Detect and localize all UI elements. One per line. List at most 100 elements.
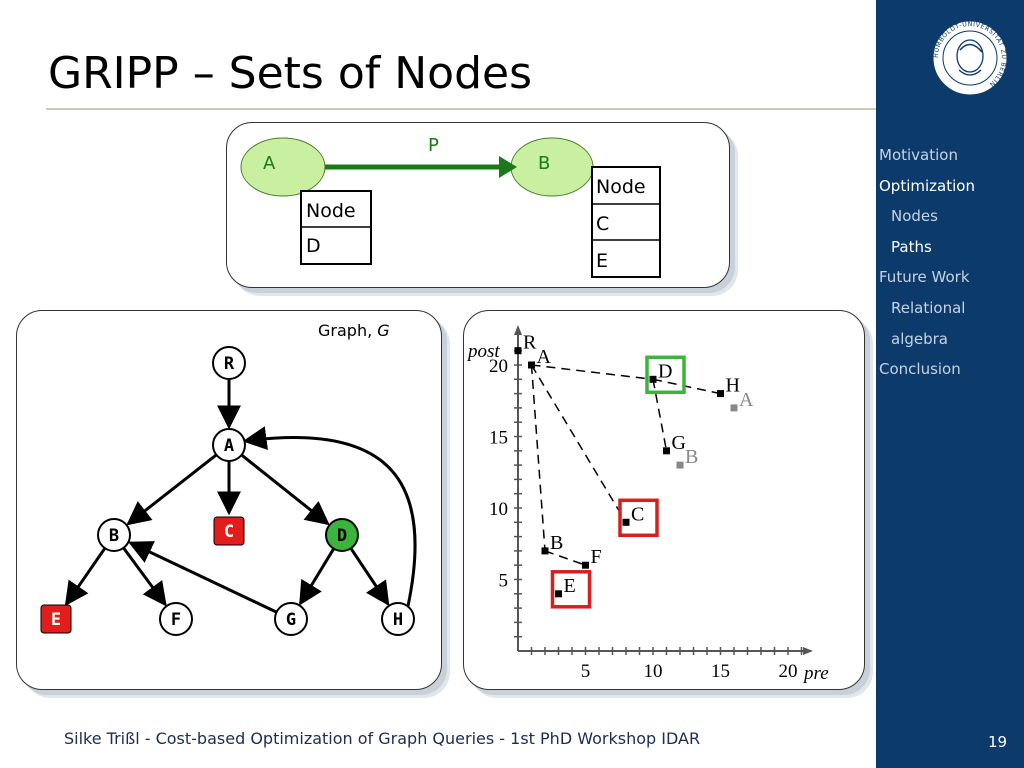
plot-highlight-box <box>645 355 686 395</box>
plot-dashed-link <box>652 379 668 451</box>
plot-point-b: B <box>541 532 563 555</box>
svg-text:E: E <box>564 575 576 597</box>
svg-text:B: B <box>109 526 119 546</box>
nav-item-optimization[interactable]: Optimization <box>879 176 975 195</box>
graph-panel: Graph, G R A B C D E F G H <box>16 310 442 690</box>
query-edge-arrowhead <box>499 156 517 178</box>
graph-edge <box>128 541 278 614</box>
svg-text:B: B <box>550 532 563 554</box>
svg-text:C: C <box>224 522 234 542</box>
end-table <box>591 166 661 278</box>
svg-text:R: R <box>224 354 235 374</box>
svg-text:A: A <box>739 389 754 411</box>
end-table-cell: C <box>596 213 609 235</box>
query-node-start <box>240 137 326 197</box>
plot-point-c: C <box>618 498 659 538</box>
plot-dashed-link <box>652 378 721 395</box>
x-tick-label: 10 <box>644 661 663 682</box>
plot-point-e: E <box>550 570 592 609</box>
y-tick-label: 15 <box>489 428 508 449</box>
nav-item-nodes[interactable]: Nodes <box>891 207 938 226</box>
sidebar-nav: Motivation Optimization Nodes Paths Futu… <box>879 140 975 385</box>
start-table-cell: D <box>306 235 321 257</box>
query-node-end <box>510 137 594 197</box>
query-diagram: A B P Node D Node C E <box>240 135 661 278</box>
end-table-cell: E <box>596 250 608 272</box>
plot-point-g: G <box>663 432 686 455</box>
university-seal-icon: HUMBOLDT-UNIVERSITÄT ZU BERLIN <box>932 20 1008 96</box>
plot-dashed-link <box>531 364 654 381</box>
plot-dashed-link <box>530 364 627 523</box>
y-axis-label: post <box>466 341 500 362</box>
svg-text:D: D <box>337 526 347 546</box>
svg-text:H: H <box>393 610 403 630</box>
graph-label: Graph, G <box>318 321 390 340</box>
page-number: 19 <box>988 733 1008 751</box>
graph-node-h: H <box>381 602 415 636</box>
plot-point-r: R <box>514 332 537 355</box>
graph-edge <box>349 547 390 607</box>
y-tick-label: 20 <box>489 356 508 377</box>
graph-node-a: A <box>212 428 246 462</box>
svg-text:A: A <box>224 436 234 456</box>
plot-point-f: F <box>582 546 602 569</box>
graph-edge <box>299 547 335 606</box>
svg-text:R: R <box>523 332 537 354</box>
graph-edge <box>126 453 218 526</box>
svg-text:C: C <box>631 503 644 525</box>
query-start-label: A <box>263 153 276 174</box>
svg-text:F: F <box>171 610 181 630</box>
svg-text:D: D <box>658 360 672 382</box>
graph-diagram: Graph, G R A B C D E F G H <box>40 321 417 636</box>
svg-text:A: A <box>537 346 552 368</box>
plot-highlight-box <box>618 498 659 538</box>
start-table-header: Node <box>306 200 356 222</box>
svg-text:G: G <box>286 610 296 630</box>
plot-dashed-link <box>544 550 586 566</box>
nav-item-relational[interactable]: Relational <box>891 298 966 317</box>
plot-point-a-gray: A <box>730 389 754 412</box>
graph-node-e: E <box>40 604 72 634</box>
nav-item-future-work[interactable]: Future Work <box>879 268 970 287</box>
plot-point-b-gray: B <box>676 446 698 469</box>
nav-item-algebra[interactable]: algebra <box>891 329 948 348</box>
plot-point-a: A <box>528 346 552 369</box>
slide-title: GRIPP – Sets of Nodes <box>48 48 532 99</box>
plot-point-d: D <box>645 355 686 395</box>
query-end-label: B <box>538 153 550 174</box>
svg-text:H: H <box>726 375 740 397</box>
slide-footer: Silke Trißl - Cost-based Optimization of… <box>64 729 701 748</box>
graph-node-c: C <box>213 516 245 546</box>
svg-text:G: G <box>672 432 686 454</box>
plot-point-h: H <box>717 375 740 398</box>
x-tick-label: 5 <box>581 661 591 682</box>
plot-highlight-box <box>550 570 592 609</box>
graph-node-g: G <box>274 602 308 636</box>
nav-item-motivation[interactable]: Motivation <box>879 146 958 164</box>
graph-edge <box>64 547 107 607</box>
graph-edge <box>242 426 417 607</box>
graph-node-r: R <box>212 346 246 380</box>
sidebar <box>876 0 1024 768</box>
query-edge-label: P <box>428 135 439 156</box>
x-axis-label: pre <box>802 663 829 684</box>
title-divider <box>46 108 978 110</box>
query-panel: A B P Node D Node C E <box>226 122 730 288</box>
nav-item-conclusion[interactable]: Conclusion <box>879 360 961 379</box>
end-table-header: Node <box>596 176 646 198</box>
x-tick-label: 15 <box>711 661 730 682</box>
nav-item-paths[interactable]: Paths <box>891 237 932 256</box>
svg-text:E: E <box>51 610 61 630</box>
svg-text:F: F <box>591 546 602 568</box>
y-tick-label: 10 <box>489 499 508 520</box>
graph-node-d: D <box>325 518 359 552</box>
svg-text:B: B <box>685 446 698 468</box>
graph-node-b: B <box>97 518 131 552</box>
graph-node-f: F <box>159 602 193 636</box>
x-tick-label: 20 <box>779 661 798 682</box>
plot-dashed-link <box>530 364 546 551</box>
graph-edge <box>240 453 330 526</box>
y-tick-label: 5 <box>499 571 509 592</box>
